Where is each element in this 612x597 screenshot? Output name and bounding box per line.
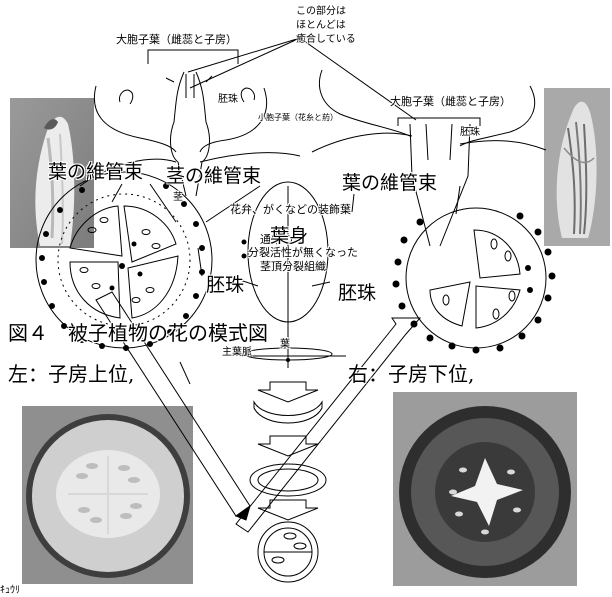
megasporophyll-left-label: 大胞子葉（雌蕊と子房） xyxy=(116,34,237,45)
step-shape-curled xyxy=(254,402,322,423)
ovule-mid-left-label: 胚珠 xyxy=(206,276,244,295)
right-locules xyxy=(430,230,520,328)
microsporophyll-label: 小胞子葉（花糸と葯） xyxy=(258,114,338,122)
leaf-bundle-left-label: 葉の維管束 xyxy=(48,163,143,182)
figure-title: 図４ 被子植物の花の模式図 xyxy=(8,323,268,343)
megasporophyll-right-label: 大胞子葉（雌蕊と子房） xyxy=(390,96,511,107)
ovule-right-top-label: 胚珠 xyxy=(460,128,480,138)
note-line-2: ほとんどは xyxy=(296,21,346,31)
ovule-mid-right-label: 胚珠 xyxy=(338,284,376,303)
right-long-arrow xyxy=(236,318,420,532)
stem-bundle-label: 茎の維管束 xyxy=(166,167,261,186)
leaf-small-label: 葉 xyxy=(280,340,290,350)
step-arrow-2 xyxy=(258,436,318,456)
left-megasporophyll-bracket xyxy=(148,50,238,64)
left-locules xyxy=(70,206,178,318)
ovule-left-top-label: 胚珠 xyxy=(218,95,238,105)
meristem-label-line-2: 茎頂分裂組織 xyxy=(260,261,326,272)
right-caption: 右：子房下位, xyxy=(348,364,474,384)
note-line-1: この部分は xyxy=(296,7,346,17)
leaf-blade-label: 葉身 xyxy=(270,227,308,246)
leaf-bundle-right-label: 葉の維管束 xyxy=(342,174,437,193)
midrib-label: 主葉脈 xyxy=(222,348,252,358)
note-line-3: 癒合している xyxy=(296,35,356,45)
left-petal-outline xyxy=(94,86,176,152)
right-ovules-group xyxy=(443,239,515,319)
bottom-fragment-text: ｷｭｳﾘ xyxy=(0,586,20,596)
left-pointer-line xyxy=(180,362,190,384)
petals-label: 花弁、がくなどの装飾葉 xyxy=(230,204,351,215)
step-arrow-1 xyxy=(258,382,318,402)
stem-small-label: 茎 xyxy=(173,193,183,203)
meristem-label-line-1: 分裂活性が無くなった xyxy=(248,247,358,258)
step-arrow-3 xyxy=(258,500,318,520)
left-caption: 左：子房上位, xyxy=(8,364,134,384)
